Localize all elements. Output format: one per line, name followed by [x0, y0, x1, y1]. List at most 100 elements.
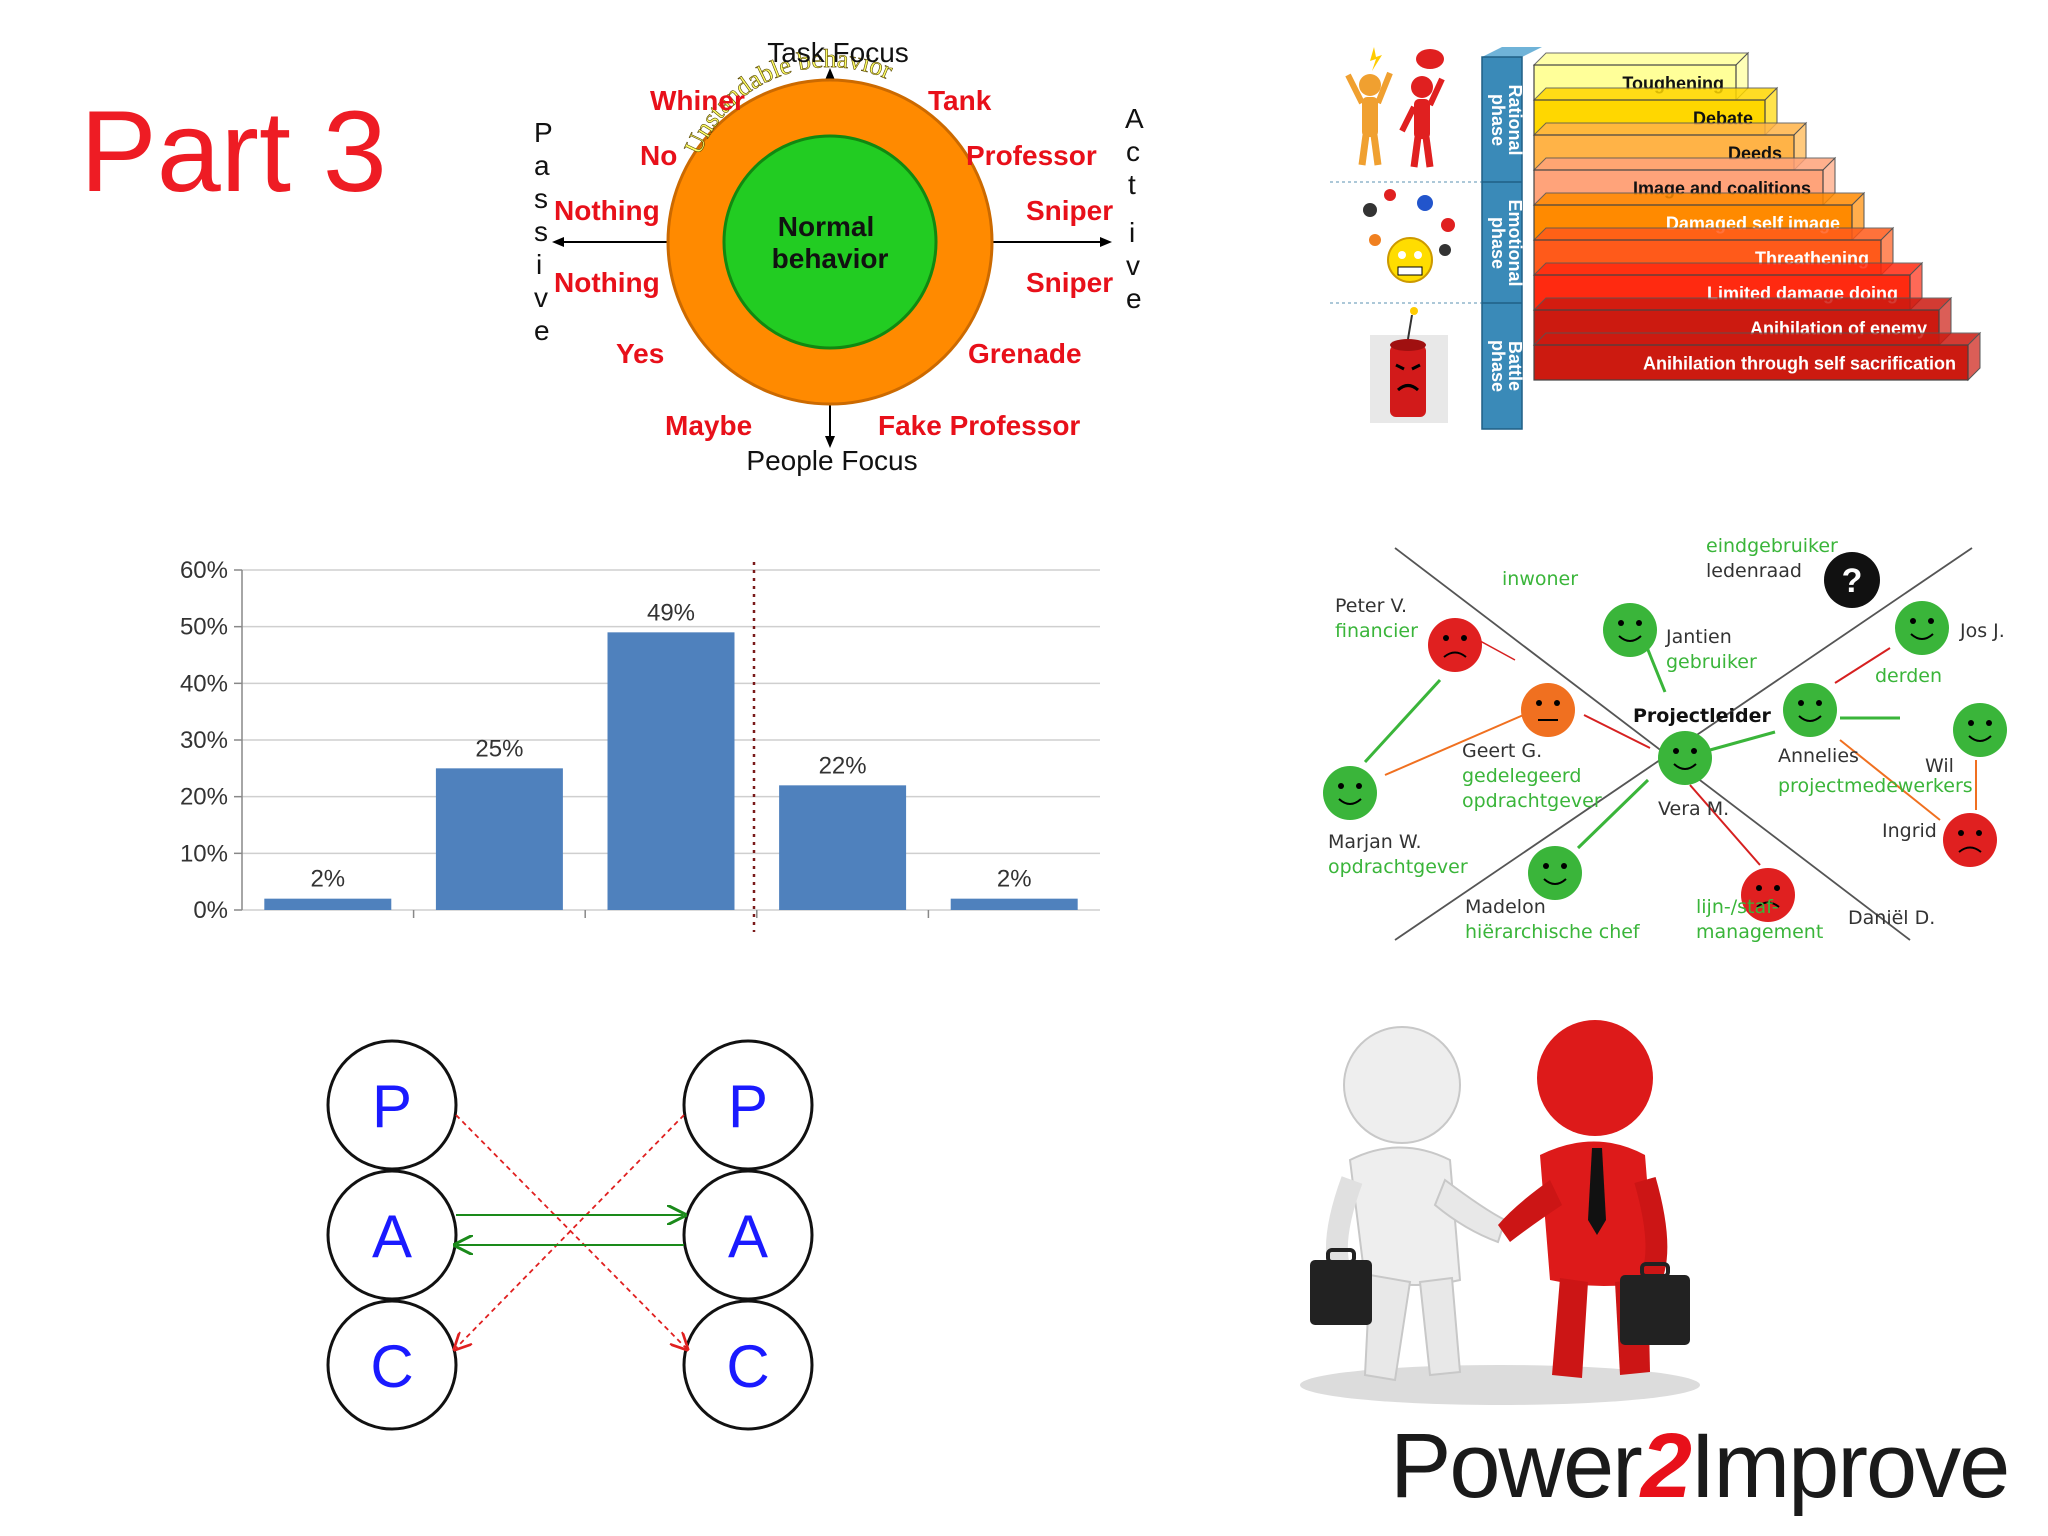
right-adult-circle — [682, 1169, 814, 1301]
dynamite-icon — [1370, 307, 1448, 423]
face-question: ? — [1824, 552, 1880, 608]
y-tick-label: 60% — [180, 557, 228, 584]
left-p-label: P — [372, 1073, 412, 1140]
label-yes: Yes — [616, 338, 664, 369]
face-annelies — [1783, 683, 1837, 737]
y-tick-label: 10% — [180, 840, 228, 867]
right-c-label: C — [726, 1333, 769, 1400]
label-grenade: Grenade — [968, 338, 1082, 369]
y-tick-label: 0% — [193, 897, 228, 924]
label-whiner: Whiner — [650, 85, 745, 116]
face-jantien — [1603, 603, 1657, 657]
red-figure — [1498, 1020, 1690, 1378]
svg-text:v: v — [1126, 250, 1140, 281]
svg-text:s: s — [534, 183, 548, 214]
label-annelies: Annelies — [1778, 745, 1859, 767]
face-madelon — [1528, 846, 1582, 900]
stair-step-9: Anihilation through self sacrification — [1532, 331, 1982, 382]
y-tick-label: 50% — [180, 614, 228, 641]
bottom-axis-label: People Focus — [746, 445, 917, 476]
face-jos — [1895, 601, 1949, 655]
label-peter-role: financier — [1335, 620, 1418, 642]
svg-text:e: e — [1126, 283, 1142, 314]
face-daniel — [1741, 868, 1795, 922]
svg-text:i: i — [536, 249, 542, 280]
label-derden: derden — [1875, 665, 1942, 687]
label-projectleider: Projectleider — [1633, 705, 1771, 727]
y-tick-label: 40% — [180, 670, 228, 697]
label-jantien: Jantien — [1665, 626, 1732, 648]
right-p-label: P — [728, 1073, 768, 1140]
label-tank: Tank — [928, 85, 992, 116]
y-tick-label: 30% — [180, 727, 228, 754]
label-madelon: Madelon — [1465, 896, 1546, 918]
inner-circle — [722, 134, 938, 350]
rational-figures-icon — [1345, 47, 1445, 168]
bar-1 — [264, 898, 392, 910]
svg-text:c: c — [1126, 136, 1140, 167]
slide-title: Part 3 — [80, 88, 387, 216]
emotional-chaos-icon — [1363, 189, 1455, 283]
right-a-label: A — [728, 1203, 768, 1270]
label-wil: Wil — [1925, 755, 1954, 777]
stair-step-label-9: Anihilation through self sacrification — [1643, 354, 1956, 374]
label-lijn2: management — [1696, 921, 1823, 943]
face-ingrid — [1943, 813, 1997, 867]
inner-line2: behavior — [772, 243, 889, 274]
pac-diagram: P A C P A C — [326, 1039, 814, 1431]
svg-text:t: t — [1128, 169, 1136, 200]
label-nothing-1: Nothing — [554, 195, 660, 226]
top-axis-label: Task Focus — [767, 37, 909, 68]
chart-y-ticks: 0%10%20%30%40%50%60% — [180, 557, 228, 924]
svg-text:i: i — [1129, 217, 1135, 248]
bar-5 — [950, 898, 1078, 910]
stakeholder-map: ? Peter V. financier inwoner eindgebruik… — [1323, 535, 2007, 943]
face-geert — [1521, 683, 1575, 737]
face-projectleider — [1658, 731, 1712, 785]
power2improve-logo: Power2Improve — [1390, 1415, 2010, 1517]
label-geert-role2: opdrachtgever — [1462, 790, 1602, 812]
label-professor: Professor — [966, 140, 1097, 171]
bar-value-label-5: 2% — [997, 866, 1032, 893]
bar-value-label-2: 25% — [475, 735, 523, 762]
svg-text:?: ? — [1842, 562, 1863, 600]
left-c-label: C — [370, 1333, 413, 1400]
svg-text:e: e — [534, 315, 550, 346]
phase-column: Rationalphase Emotionalphase Battlephase — [1481, 47, 1542, 430]
label-sniper-1: Sniper — [1026, 195, 1113, 226]
svg-text:A: A — [1125, 103, 1144, 134]
handshake-illustration — [1300, 1020, 1700, 1405]
label-eindgebruiker: eindgebruiker — [1706, 535, 1838, 557]
label-nothing-2: Nothing — [554, 267, 660, 298]
bar-value-label-4: 22% — [819, 752, 867, 779]
phase-rational: Rationalphase — [1488, 84, 1525, 155]
label-no: No — [640, 140, 677, 171]
left-child-circle — [326, 1299, 458, 1431]
phase-battle: Battlephase — [1488, 340, 1525, 392]
left-parent-circle — [326, 1039, 458, 1171]
bar-value-label-3: 49% — [647, 599, 695, 626]
label-jos: Jos J. — [1959, 620, 2005, 642]
left-a-label: A — [372, 1203, 412, 1270]
label-marjan-role: opdrachtgever — [1328, 856, 1468, 878]
face-peter — [1428, 618, 1482, 672]
label-projectmedewerkers: projectmedewerkers — [1778, 775, 1973, 797]
label-ledenraad: ledenraad — [1706, 560, 1802, 582]
face-marjan — [1323, 766, 1377, 820]
label-inwoner: inwoner — [1502, 568, 1578, 590]
label-fake-professor: Fake Professor — [878, 410, 1080, 441]
label-jantien-role: gebruiker — [1666, 651, 1757, 673]
bar-3 — [607, 632, 735, 910]
bar-chart: 0%10%20%30%40%50%60% 2%25%49%22%2% — [180, 557, 1100, 932]
right-child-circle — [682, 1299, 814, 1431]
bar-4 — [779, 785, 907, 910]
svg-text:a: a — [534, 150, 550, 181]
svg-text:s: s — [534, 216, 548, 247]
label-lijn1: lijn-/staf- — [1696, 896, 1779, 918]
right-axis-label: Act ive — [1125, 103, 1144, 314]
label-vera: Vera M. — [1658, 798, 1729, 820]
label-geert-role1: gedelegeerd — [1462, 765, 1581, 787]
label-ingrid: Ingrid — [1882, 820, 1937, 842]
